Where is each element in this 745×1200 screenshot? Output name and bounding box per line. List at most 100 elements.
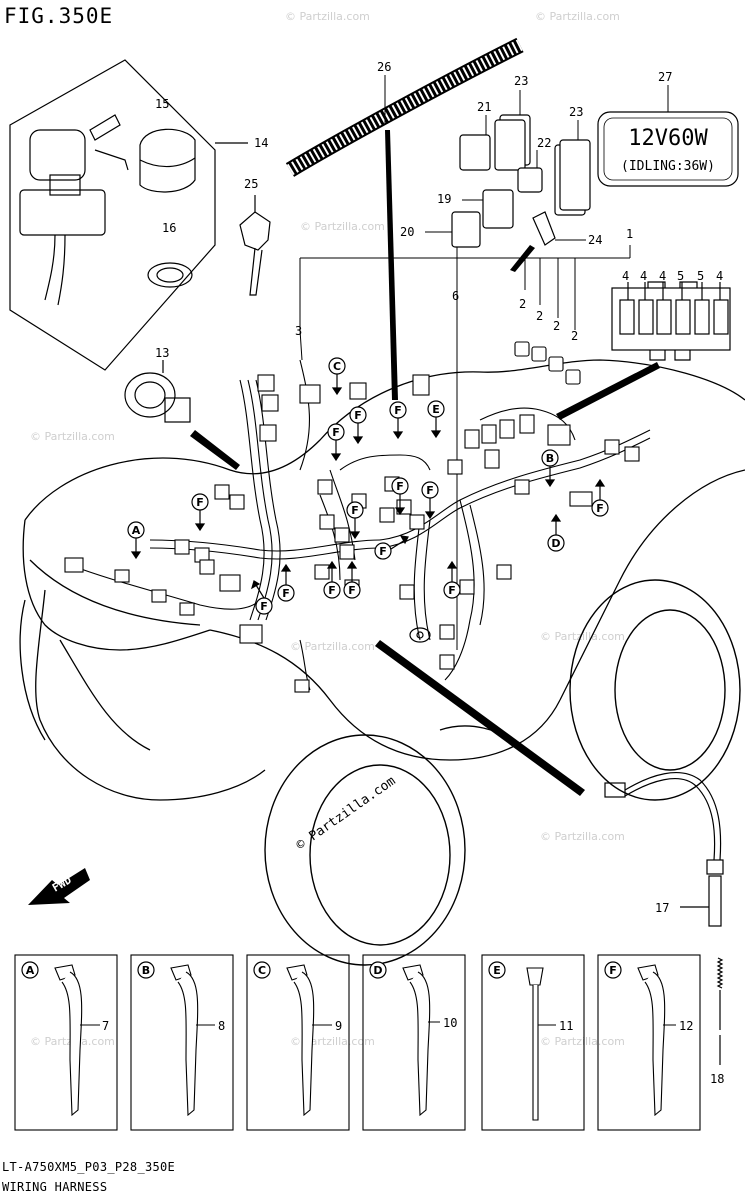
- callout-f: F: [354, 409, 362, 422]
- callout-f: F: [351, 504, 359, 517]
- clip-box-letter-c: C: [258, 964, 266, 977]
- harness-bracket: [299, 245, 631, 650]
- part-num-19: 19: [437, 192, 451, 206]
- watermark: © Partzilla.com: [540, 830, 625, 843]
- watermark: © Partzilla.com: [540, 630, 625, 643]
- watermark: © Partzilla.com: [540, 1035, 625, 1048]
- part-number-labels: 1 2 2 2 2 3 4 4 4 5 5 4 6 13 14 15 16 17…: [155, 60, 724, 1086]
- callout-e: E: [432, 403, 440, 416]
- callout-f: F: [282, 587, 290, 600]
- horn-part-13: [124, 360, 191, 423]
- callout-f: F: [396, 480, 404, 493]
- callout-f: F: [328, 584, 336, 597]
- corrugated-tube-part-26: [285, 37, 524, 400]
- clip-part-6: [409, 627, 431, 643]
- part-num-3: 3: [295, 324, 302, 338]
- part-num-21: 21: [477, 100, 491, 114]
- callout-letters: A B C D E F F F F F F F F F F F F F F: [132, 360, 604, 613]
- bulb-rating-text: 12V60W: [628, 126, 708, 151]
- clip-box-letter-e: E: [493, 964, 501, 977]
- callout-a: A: [132, 524, 141, 537]
- part-num-4: 4: [716, 269, 723, 283]
- part-num-5: 5: [697, 269, 704, 283]
- connectors: [64, 374, 640, 693]
- part-num-9: 9: [335, 1019, 342, 1033]
- fwd-arrow: FWD: [28, 868, 90, 905]
- part-num-25: 25: [244, 177, 258, 191]
- part-num-4: 4: [622, 269, 629, 283]
- part-num-1: 1: [626, 227, 633, 241]
- watermark: © Partzilla.com: [30, 430, 115, 443]
- part-num-26: 26: [377, 60, 391, 74]
- part-num-2: 2: [571, 329, 578, 343]
- sensor-part-17: [604, 772, 724, 927]
- part-num-23: 23: [569, 105, 583, 119]
- front-wheel: [264, 734, 466, 966]
- part-num-8: 8: [218, 1019, 225, 1033]
- clip-boxes: [14, 954, 701, 1131]
- callout-f: F: [348, 584, 356, 597]
- part-num-12: 12: [679, 1019, 693, 1033]
- part-num-16: 16: [162, 221, 176, 235]
- part-num-2: 2: [519, 297, 526, 311]
- callout-d: D: [551, 537, 560, 550]
- callout-b: B: [546, 452, 554, 465]
- part-num-5: 5: [677, 269, 684, 283]
- figure-name: WIRING HARNESS: [2, 1180, 108, 1194]
- callout-circles: [21, 357, 622, 979]
- relays-group: [451, 114, 591, 248]
- clip-leaders: [80, 1021, 676, 1026]
- part-num-22: 22: [537, 136, 551, 150]
- rear-wheel: [569, 579, 741, 801]
- clip-box-letter-d: D: [373, 964, 382, 977]
- part-num-10: 10: [443, 1016, 457, 1030]
- part-num-7: 7: [102, 1019, 109, 1033]
- clip-box-letters: A B C D E F: [26, 964, 617, 977]
- watermark: © Partzilla.com: [535, 10, 620, 23]
- figure-code: LT-A750XM5_P03_P28_350E: [2, 1160, 176, 1174]
- part-num-15: 15: [155, 97, 169, 111]
- part-num-6: 6: [452, 289, 459, 303]
- callout-f: F: [379, 545, 387, 558]
- figure-title: FIG.350E: [4, 4, 114, 28]
- leader-wedges: [190, 245, 660, 796]
- fuse-box-part-1: [611, 281, 731, 361]
- part-num-18: 18: [710, 1072, 724, 1086]
- part-num-23: 23: [514, 74, 528, 88]
- key-part-25: [239, 195, 271, 296]
- part-num-17: 17: [655, 901, 669, 915]
- tie-part-18: [716, 957, 724, 1065]
- callout-arrows: [130, 374, 606, 599]
- part-num-13: 13: [155, 346, 169, 360]
- callout-f: F: [596, 502, 604, 515]
- part-num-20: 20: [400, 225, 414, 239]
- bulb-label-part-27: 12V60W (IDLING:36W): [597, 85, 739, 187]
- part-num-4: 4: [659, 269, 666, 283]
- part-num-4: 4: [640, 269, 647, 283]
- part-num-14: 14: [254, 136, 268, 150]
- part-num-27: 27: [658, 70, 672, 84]
- clip-box-letter-f: F: [609, 964, 617, 977]
- ignition-switch-group: [9, 59, 248, 371]
- watermark-main: © Partzilla.com: [294, 774, 399, 854]
- part-num-11: 11: [559, 1019, 573, 1033]
- clip-box-part-numbers: 7 8 9 10 11 12: [102, 1016, 693, 1033]
- watermark: © Partzilla.com: [300, 220, 385, 233]
- callout-f: F: [196, 496, 204, 509]
- clip-drawings: [54, 964, 666, 1121]
- callout-f: F: [332, 426, 340, 439]
- callout-f: F: [260, 600, 268, 613]
- watermark: © Partzilla.com: [290, 640, 375, 653]
- part-num-24: 24: [588, 233, 602, 247]
- callout-c: C: [333, 360, 341, 373]
- clip-box-letter-a: A: [26, 964, 35, 977]
- bulb-idling-text: (IDLING:36W): [621, 159, 715, 174]
- fuses-part-2: [514, 341, 581, 385]
- part-num-2: 2: [536, 309, 543, 323]
- callout-f: F: [426, 484, 434, 497]
- callout-f: F: [394, 404, 402, 417]
- relay-leaders: [425, 90, 586, 241]
- part-num-2: 2: [553, 319, 560, 333]
- watermark: © Partzilla.com: [285, 10, 370, 23]
